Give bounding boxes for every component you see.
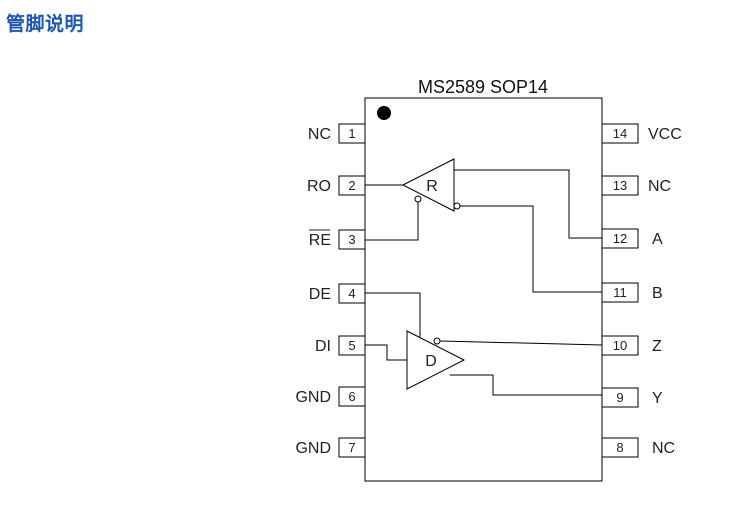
right-pin-name: Z (652, 338, 662, 355)
right-pin-number: 13 (613, 178, 627, 193)
left-pin-number: 5 (348, 338, 355, 353)
wiring (365, 169, 603, 396)
right-pin-11: 11 B (601, 282, 663, 303)
left-pin-6: 6 GND (295, 386, 366, 407)
chip-body (364, 97, 603, 482)
right-pins: 14 VCC 13 NC 12 A 11 B 10 Z 9 Y (601, 123, 682, 458)
left-pin-name: GND (295, 389, 331, 406)
right-pin-number: 12 (613, 231, 627, 246)
left-pin-1: 1 NC (308, 123, 366, 144)
right-pin-number: 9 (616, 390, 623, 405)
left-pin-name: DE (309, 286, 331, 303)
right-pin-name: NC (648, 178, 671, 195)
right-pin-14: 14 VCC (601, 123, 682, 144)
wire-b (460, 205, 602, 293)
left-pins: 1 NC 2 RO 3 RE 4 DE 5 DI 6 GND (295, 123, 366, 458)
right-pin-12: 12 A (601, 228, 663, 249)
wire-di (365, 344, 407, 361)
receiver-input-bubble (453, 202, 461, 210)
right-pin-name: VCC (648, 126, 682, 143)
chip-title: MS2589 SOP14 (418, 77, 548, 97)
right-pin-8: 8 NC (601, 437, 675, 458)
left-pin-2: 2 RO (307, 175, 366, 196)
left-pin-name: RO (307, 178, 331, 195)
left-pin-number: 6 (348, 389, 355, 404)
left-pin-name: GND (295, 440, 331, 457)
right-pin-number: 10 (613, 338, 627, 353)
right-pin-13: 13 NC (601, 175, 671, 196)
left-pin-4: 4 DE (309, 283, 366, 304)
left-pin-3: 3 RE (309, 229, 366, 250)
right-pin-number: 11 (613, 285, 627, 300)
left-pin-number: 3 (348, 232, 355, 247)
wire-de (365, 292, 421, 337)
wire-a (454, 169, 602, 239)
left-pin-name: RE (309, 232, 331, 249)
right-pin-name: A (652, 231, 663, 248)
left-pin-number: 7 (348, 440, 355, 455)
right-pin-number: 14 (613, 126, 627, 141)
driver-label: D (425, 353, 437, 370)
wire-z (439, 340, 603, 346)
right-pin-number: 8 (616, 440, 623, 455)
right-pin-name: NC (652, 440, 675, 457)
receiver-buffer: R (401, 158, 461, 212)
right-pin-name: B (652, 285, 663, 302)
pin1-marker-dot (377, 106, 391, 120)
wire-y (450, 374, 602, 396)
receiver-triangle (401, 158, 455, 212)
left-pin-number: 2 (348, 178, 355, 193)
right-pin-10: 10 Z (601, 335, 662, 356)
receiver-label: R (426, 178, 438, 195)
receiver-enable-bubble (414, 195, 422, 203)
page-title: 管脚说明 (6, 13, 85, 35)
left-pin-5: 5 DI (315, 335, 366, 356)
left-pin-7: 7 GND (295, 437, 366, 458)
driver-inverted-output-bubble (433, 337, 441, 345)
left-pin-name: NC (308, 126, 331, 143)
right-pin-9: 9 Y (601, 387, 663, 408)
right-pin-name: Y (652, 390, 663, 407)
left-pin-number: 4 (348, 286, 355, 301)
left-pin-name: DI (315, 338, 331, 355)
driver-buffer: D (406, 330, 466, 390)
left-pin-number: 1 (348, 126, 355, 141)
wire-re (365, 202, 419, 241)
